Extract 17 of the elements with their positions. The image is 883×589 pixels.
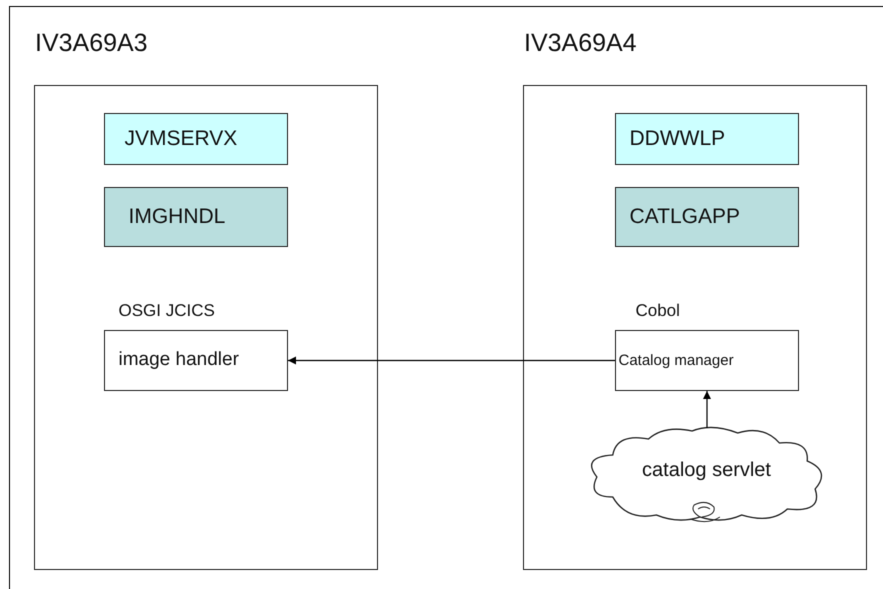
box-label: DDWWLP [630, 126, 726, 150]
box-label: JVMSERVX [124, 126, 238, 150]
process-box [614, 112, 798, 164]
cloud-label: catalog servlet [642, 458, 771, 482]
arrow [288, 356, 615, 364]
process-box [104, 112, 288, 164]
box-label: IMGHNDL [128, 204, 226, 228]
box-label: image handler [118, 349, 239, 371]
process-box [104, 186, 288, 246]
arrow [703, 391, 711, 428]
component-label: OSGI JCICS [118, 300, 215, 320]
region-title: IV3A69A3 [35, 29, 148, 58]
component-label: Cobol [636, 300, 680, 320]
process-box [614, 186, 798, 246]
region-title: IV3A69A4 [524, 29, 637, 58]
box-label: Catalog manager [618, 352, 734, 368]
box-label: CATLGAPP [630, 204, 740, 228]
